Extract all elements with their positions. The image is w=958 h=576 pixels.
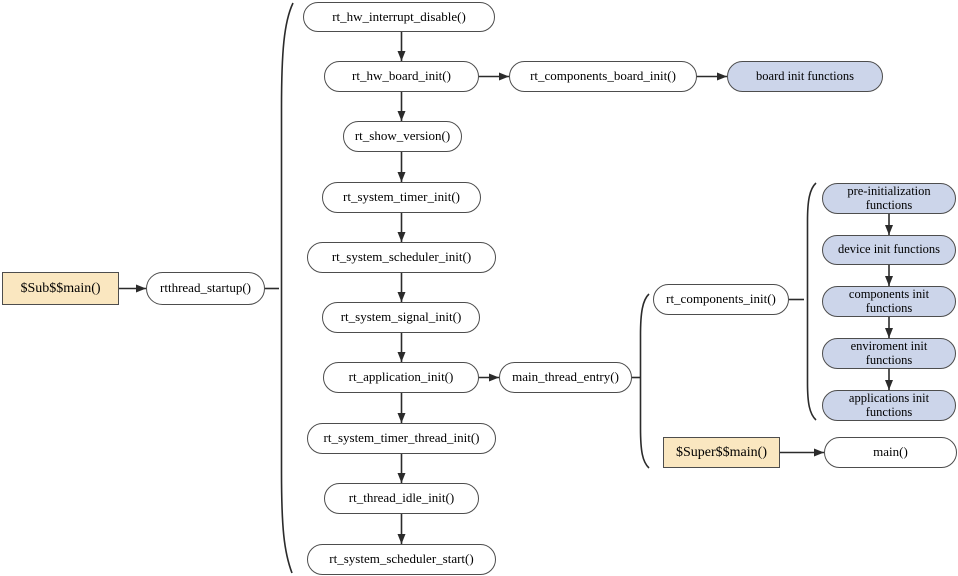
brace-startup — [280, 2, 294, 574]
node-rtthread-startup: rtthread_startup() — [146, 272, 265, 305]
node-rt-components-init: rt_components_init() — [653, 284, 789, 315]
application-arrows — [479, 373, 824, 457]
node-rt-system-timer-init: rt_system_timer_init() — [322, 182, 481, 213]
node-components-init-functions: components init functions — [822, 286, 956, 317]
node-rt-show-version: rt_show_version() — [343, 121, 462, 152]
node-rt-application-init: rt_application_init() — [323, 362, 479, 393]
plain-connectors — [265, 287, 804, 379]
node-device-init-functions: device init functions — [822, 235, 956, 265]
node-main-thread-entry: main_thread_entry() — [499, 362, 632, 393]
node-applications-init-functions: applications init functions — [822, 390, 956, 421]
node-super-main: $Super$$main() — [663, 437, 780, 468]
node-pre-initialization-functions: pre-initialization functions — [822, 183, 956, 214]
node-rt-system-timer-thread-init: rt_system_timer_thread_init() — [307, 423, 496, 454]
node-enviroment-init-functions: enviroment init functions — [822, 338, 956, 369]
node-main: main() — [824, 437, 957, 468]
node-rt-system-scheduler-init: rt_system_scheduler_init() — [307, 242, 496, 273]
node-sub-main: $Sub$$main() — [2, 272, 119, 305]
brace-main-thread — [639, 293, 650, 469]
brace-components — [806, 182, 817, 421]
node-rt-system-scheduler-start: rt_system_scheduler_start() — [307, 544, 496, 575]
node-board-init-functions: board init functions — [727, 61, 883, 92]
node-rt-system-signal-init: rt_system_signal_init() — [322, 302, 480, 333]
node-rt-hw-board-init: rt_hw_board_init() — [324, 61, 479, 92]
node-rt-hw-interrupt-disable: rt_hw_interrupt_disable() — [303, 2, 495, 32]
node-rt-components-board-init: rt_components_board_init() — [509, 61, 697, 92]
node-rt-thread-idle-init: rt_thread_idle_init() — [324, 483, 479, 514]
